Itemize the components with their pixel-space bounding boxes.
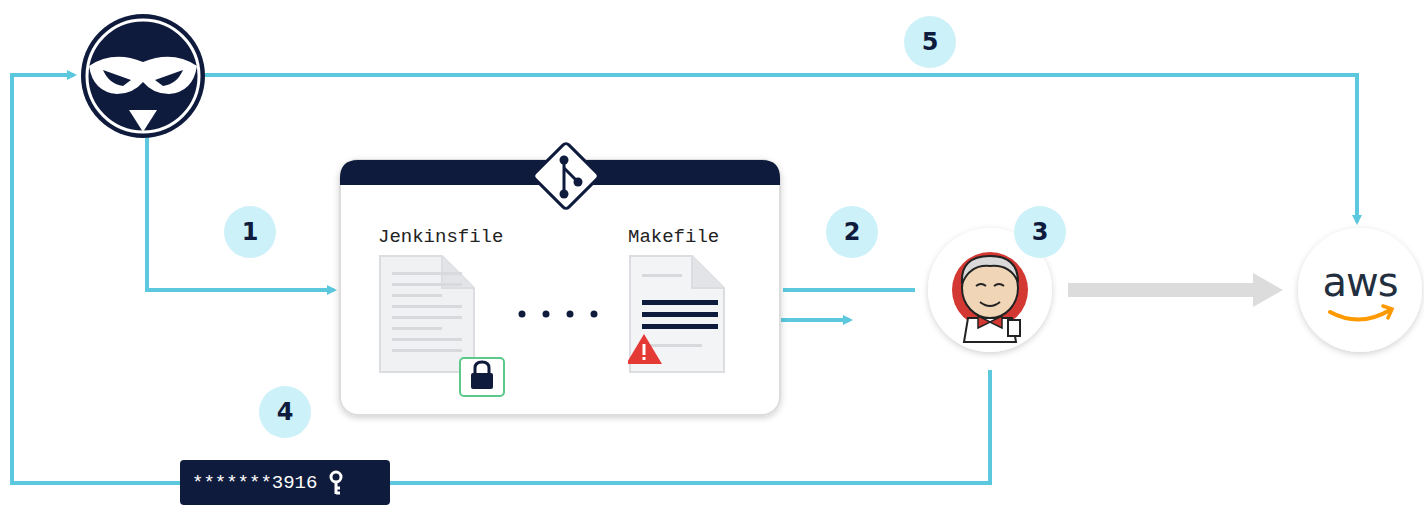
file-name: Jenkinsfile <box>378 226 508 248</box>
git-icon <box>532 142 600 210</box>
flow-line <box>12 75 990 483</box>
flow-lines <box>12 75 1357 483</box>
masked-key: *******3916 <box>192 472 317 494</box>
document-icon <box>378 254 508 399</box>
callout-number: 2 <box>826 206 878 258</box>
dotted-connector <box>522 311 614 318</box>
file-name: Makefile <box>628 226 758 248</box>
document-icon <box>628 254 758 399</box>
repository-card <box>340 142 780 415</box>
secret-badge: *******3916 <box>180 460 390 505</box>
callout-number: 4 <box>259 386 311 438</box>
attacker-icon <box>81 14 205 138</box>
deploy-arrow <box>1068 283 1255 297</box>
file-document: Jenkinsfile <box>378 226 508 399</box>
logo-text: aws <box>1322 262 1397 302</box>
callout-number: 5 <box>904 16 956 68</box>
flow-line <box>783 288 915 292</box>
callout-number: 3 <box>1014 206 1066 258</box>
file-document: Makefile <box>628 226 758 399</box>
aws-smile <box>1330 310 1390 320</box>
aws-smile <box>1383 306 1392 318</box>
aws-logo: aws <box>1322 262 1397 302</box>
flow-line <box>147 138 334 290</box>
key-icon <box>327 470 345 496</box>
aws-circle <box>1298 228 1422 352</box>
callout-number: 1 <box>224 206 276 258</box>
